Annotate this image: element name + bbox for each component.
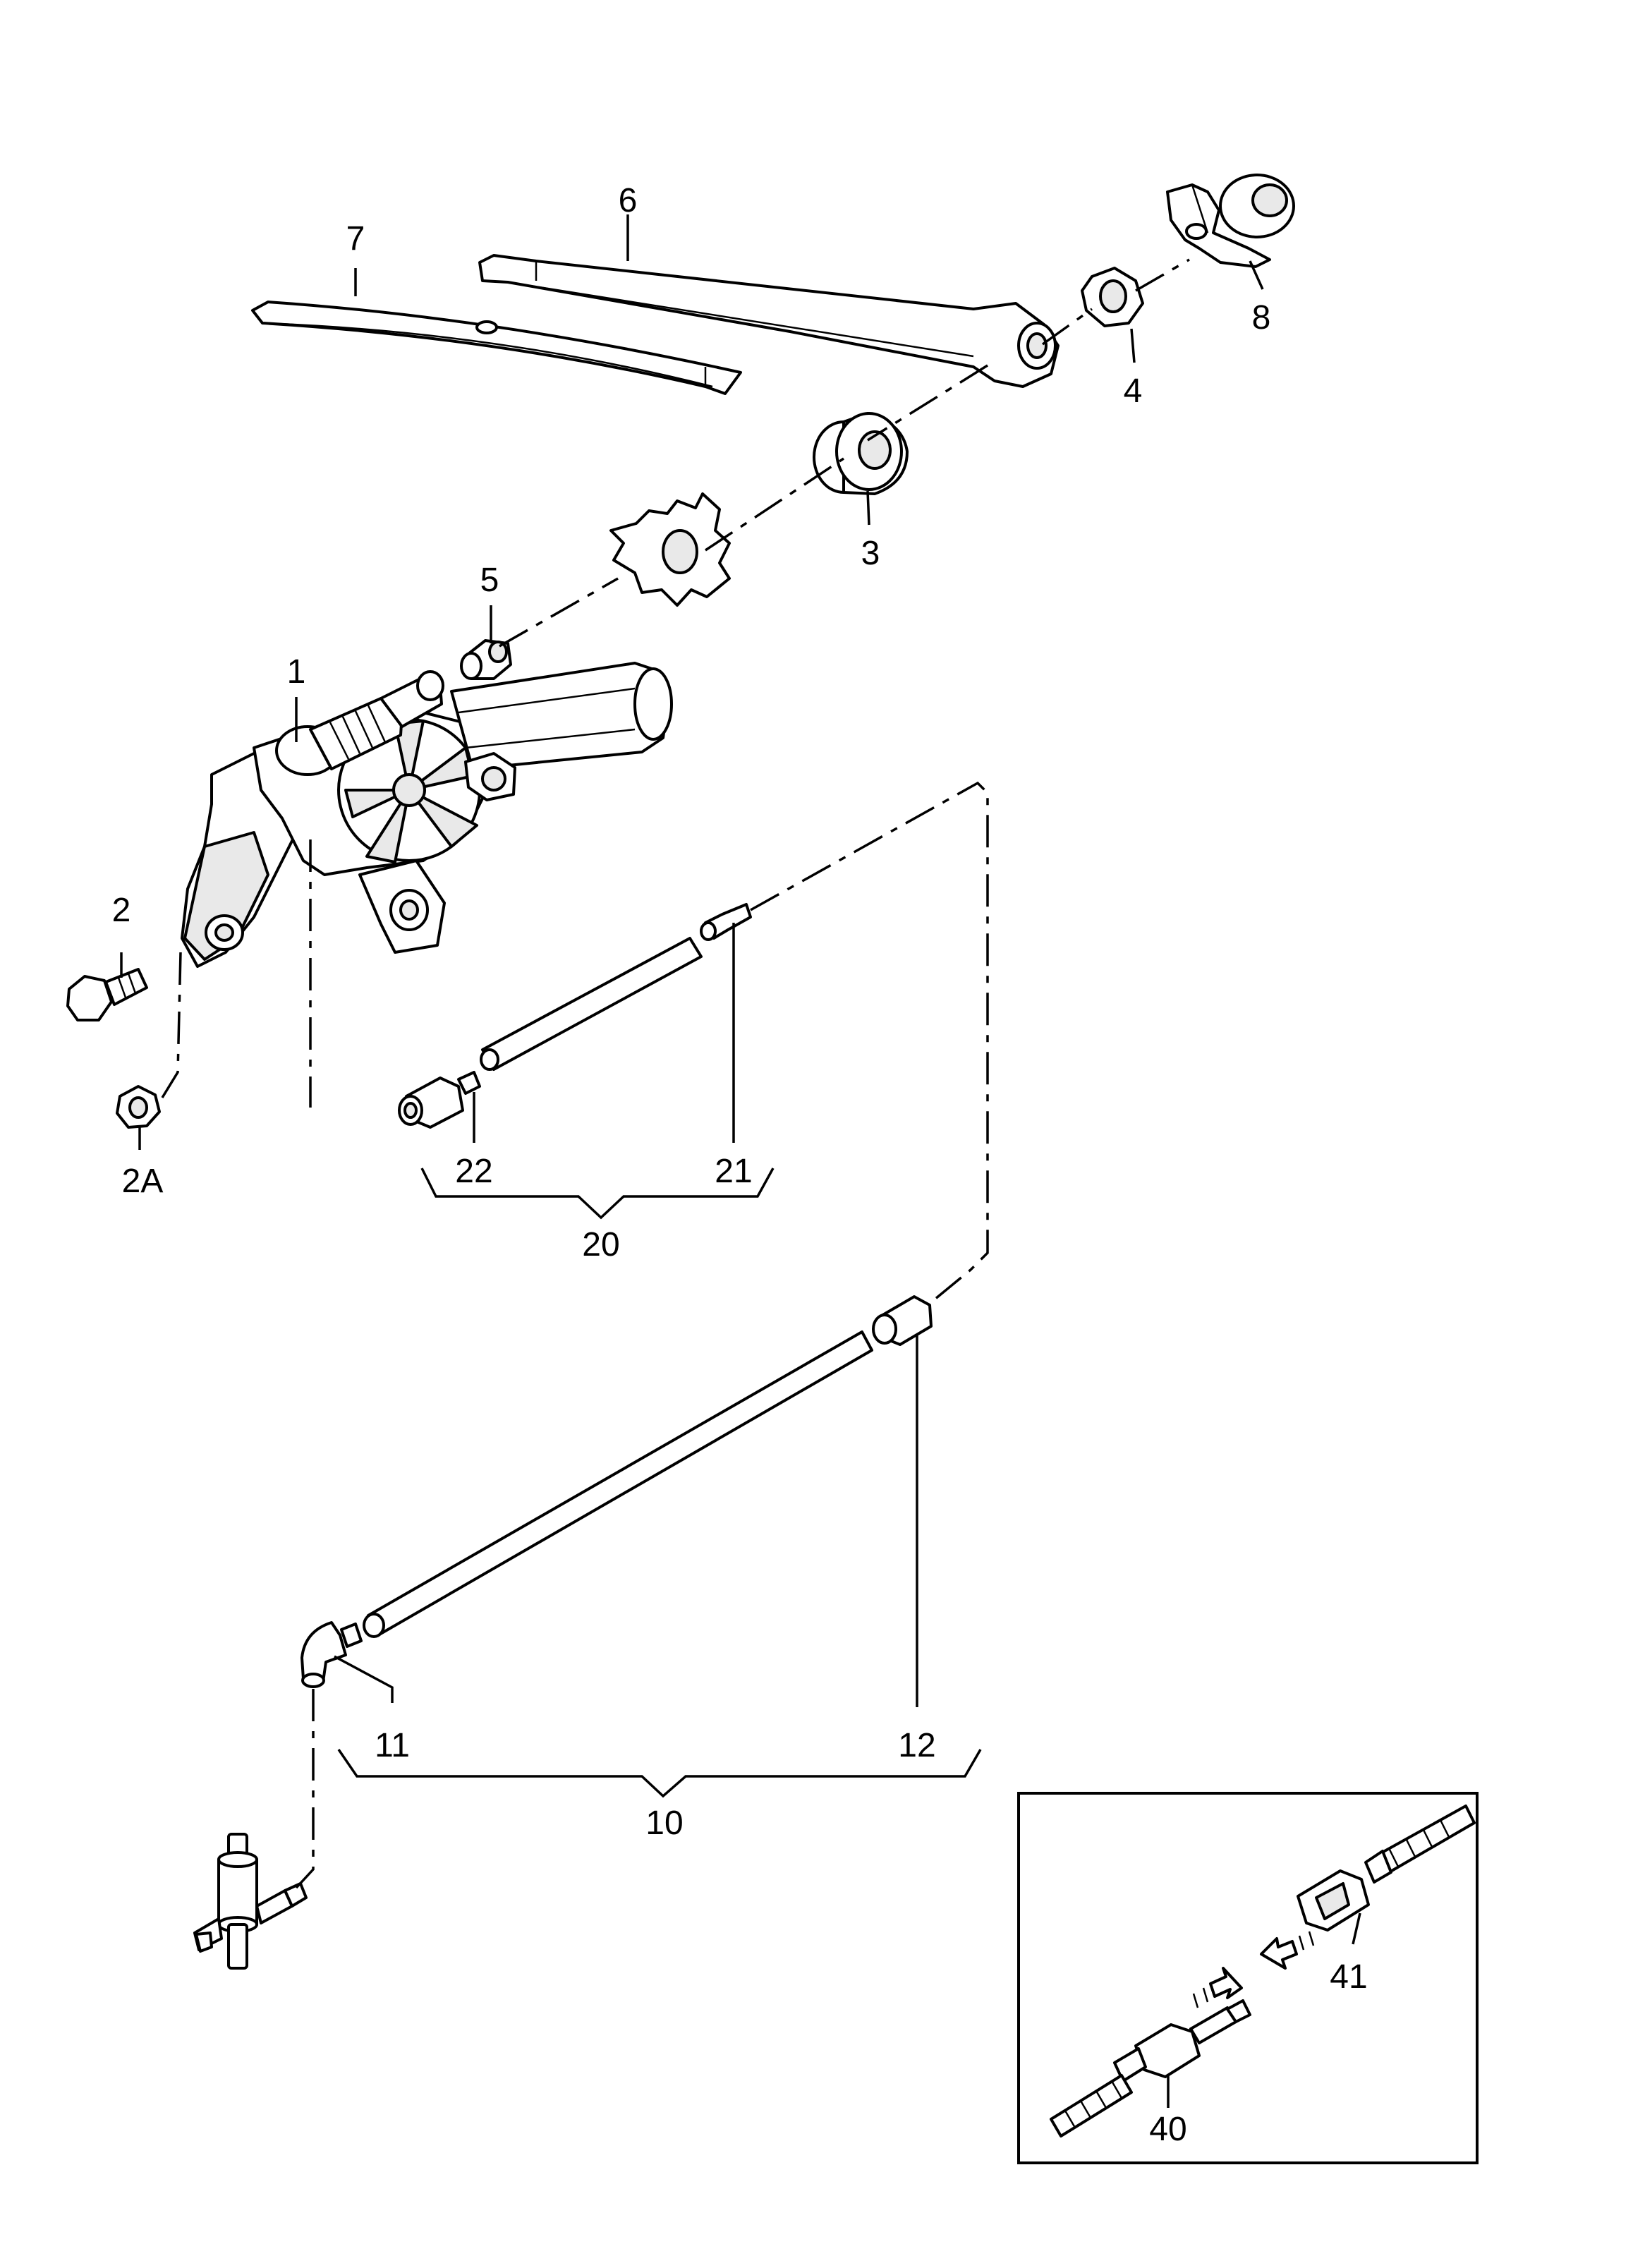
callout-41: 41 <box>1330 1958 1367 1996</box>
bushing <box>460 639 512 680</box>
connector-inset <box>1017 1792 1479 2164</box>
elbow-connector-11 <box>301 1621 363 1688</box>
callout-21: 21 <box>715 1153 752 1190</box>
rubber-grommet <box>813 412 909 495</box>
callout-11: 11 <box>375 1727 410 1764</box>
callout-2: 2 <box>112 892 131 929</box>
callout-3: 3 <box>861 535 880 572</box>
callout-1: 1 <box>287 653 306 691</box>
assembly-lines <box>161 258 1190 1889</box>
callout-8: 8 <box>1252 299 1271 336</box>
callout-22: 22 <box>455 1153 492 1190</box>
callout-4: 4 <box>1124 372 1143 410</box>
hose-connector-12 <box>872 1295 933 1346</box>
callout-7: 7 <box>346 220 365 257</box>
callout-2a: 2A <box>122 1163 164 1200</box>
wiper-arm <box>478 254 1060 388</box>
callout-20: 20 <box>582 1226 619 1263</box>
leader-lines <box>120 214 1361 2108</box>
callout-10: 10 <box>645 1805 683 1842</box>
mounting-bolt <box>66 968 148 1021</box>
callout-6: 6 <box>619 182 638 219</box>
callout-12: 12 <box>898 1727 935 1764</box>
hex-nut <box>1081 267 1144 327</box>
wiper-arm-cap <box>1166 174 1295 268</box>
washer-t-piece <box>193 1833 308 1970</box>
hose-connector-22 <box>398 1071 481 1129</box>
wiper-motor <box>181 662 673 968</box>
callout-5: 5 <box>480 562 499 599</box>
set-brackets <box>337 1168 982 1798</box>
wiper-blade <box>251 301 742 395</box>
callout-labels: 6 7 8 4 3 5 1 2 2A 22 21 20 11 12 10 41 … <box>112 182 1368 2148</box>
mounting-nut <box>116 1085 161 1129</box>
washer-hose-long <box>363 1330 873 1638</box>
hose-connector-21 <box>700 903 752 941</box>
callout-40: 40 <box>1149 2111 1186 2148</box>
washer-hose-short <box>480 937 703 1071</box>
seal-washer <box>609 492 731 607</box>
